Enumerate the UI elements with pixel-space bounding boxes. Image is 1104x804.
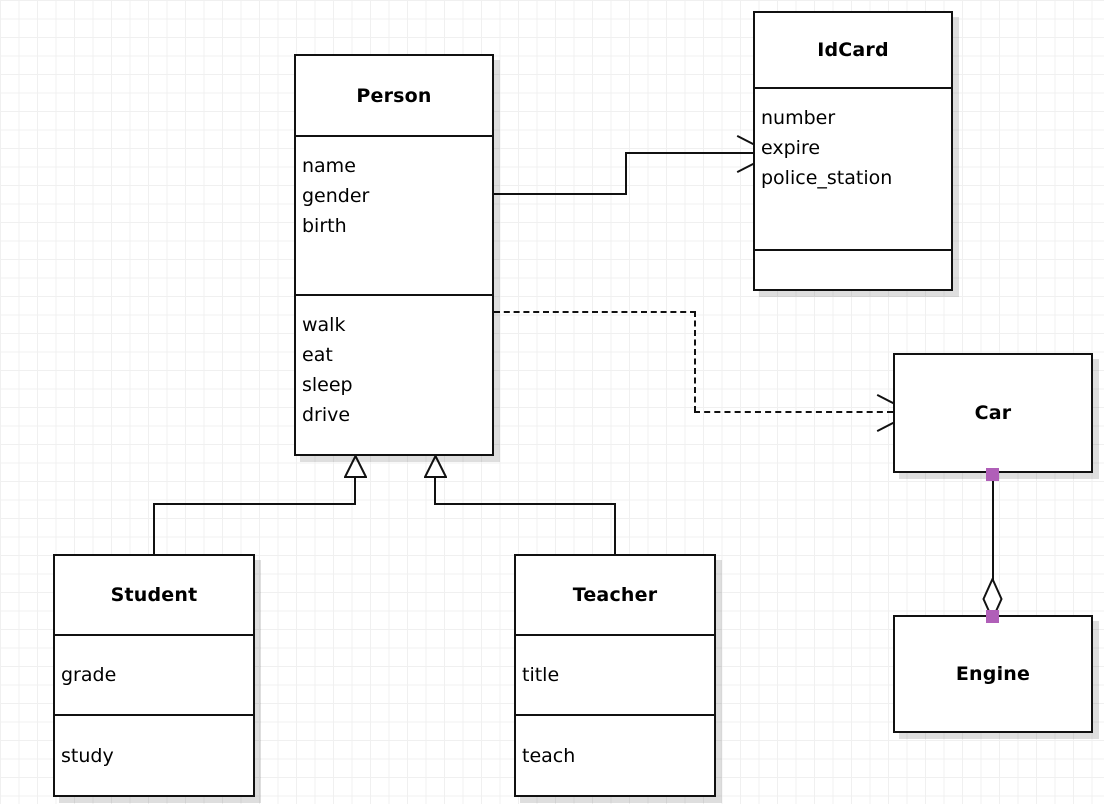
generalization-teacher-person-segment-3[interactable] xyxy=(434,476,436,504)
class-attributes-idcard: number expire police_station xyxy=(755,86,951,250)
connection-handle-car-bottom[interactable] xyxy=(986,468,999,481)
generalization-teacher-person-segment-1[interactable] xyxy=(614,503,616,554)
generalization-teacher-person-segment-2[interactable] xyxy=(434,503,616,505)
generalization-student-person-triangle xyxy=(344,455,367,478)
class-attributes-teacher: title xyxy=(516,634,714,714)
method-item: walk xyxy=(302,313,346,336)
class-title-teacher: Teacher xyxy=(572,584,658,606)
class-title-car: Car xyxy=(974,402,1012,424)
class-title-person: Person xyxy=(356,84,432,107)
generalization-student-person-segment-3[interactable] xyxy=(354,476,356,504)
class-box-idcard[interactable]: IdCard number expire police_station xyxy=(753,11,953,291)
class-title-student: Student xyxy=(110,584,198,606)
attribute-item: expire xyxy=(761,136,821,159)
attribute-item: police_station xyxy=(761,166,893,189)
method-item: teach xyxy=(522,744,576,767)
attribute-item: gender xyxy=(302,185,370,208)
association-person-idcard-segment-2[interactable] xyxy=(625,152,627,195)
class-methods-idcard xyxy=(755,249,951,289)
association-person-idcard-segment-3[interactable] xyxy=(625,152,753,154)
method-item: study xyxy=(61,744,114,767)
class-box-person[interactable]: Person name gender birth walk eat sleep … xyxy=(294,54,494,456)
method-item: drive xyxy=(302,403,351,426)
generalization-teacher-person-triangle xyxy=(424,455,447,478)
generalization-student-person-segment-1[interactable] xyxy=(153,503,155,554)
class-box-car[interactable]: Car xyxy=(893,353,1093,473)
class-title-engine: Engine xyxy=(955,663,1031,685)
attribute-item: title xyxy=(522,664,560,686)
aggregation-car-engine-line[interactable] xyxy=(992,474,994,586)
method-item: eat xyxy=(302,343,333,366)
class-box-student[interactable]: Student grade study xyxy=(53,554,255,797)
class-methods-student: study xyxy=(55,714,253,795)
attribute-item: grade xyxy=(61,664,117,686)
dependency-person-car-segment-3[interactable] xyxy=(694,411,893,413)
connection-handle-engine-top[interactable] xyxy=(986,610,999,623)
generalization-student-person-segment-2[interactable] xyxy=(153,503,356,505)
class-attributes-person: name gender birth xyxy=(296,135,492,293)
class-title-idcard: IdCard xyxy=(817,38,889,61)
attribute-item: name xyxy=(302,155,356,178)
class-methods-person: walk eat sleep drive xyxy=(296,293,492,454)
class-attributes-student: grade xyxy=(55,634,253,714)
method-item: sleep xyxy=(302,373,353,396)
association-person-idcard-segment-1[interactable] xyxy=(494,193,627,195)
attribute-item: birth xyxy=(302,215,347,238)
attribute-item: number xyxy=(761,106,836,129)
dependency-person-car-segment-1[interactable] xyxy=(494,311,696,313)
class-box-engine[interactable]: Engine xyxy=(893,615,1093,733)
class-methods-teacher: teach xyxy=(516,714,714,795)
dependency-person-car-segment-2[interactable] xyxy=(694,311,696,412)
class-box-teacher[interactable]: Teacher title teach xyxy=(514,554,716,797)
